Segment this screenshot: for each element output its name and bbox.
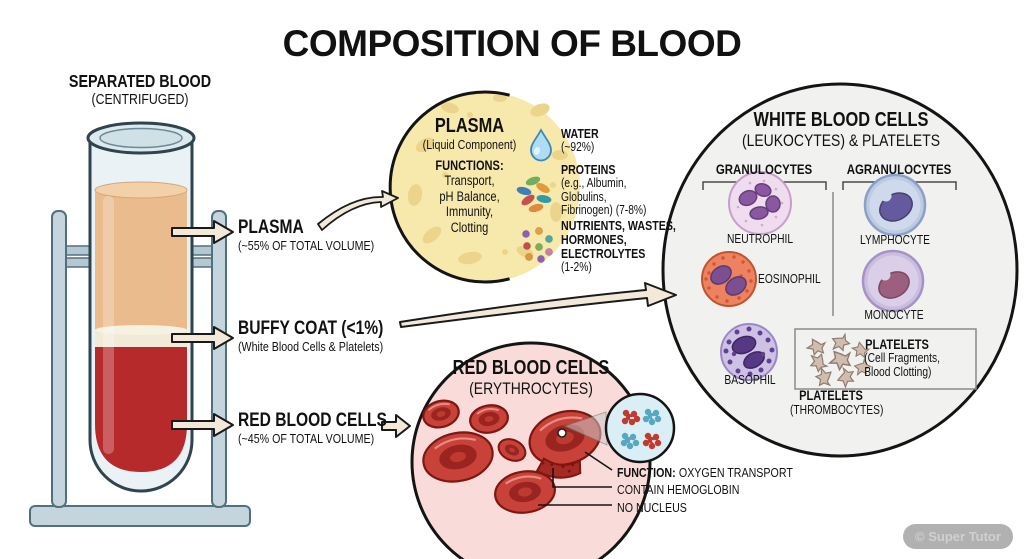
rbc-facts: FUNCTION:OXYGEN TRANSPORT CONTAIN HEMOGL… xyxy=(617,464,793,516)
eosinophil-label: EOSINOPHIL xyxy=(758,272,821,286)
rbc-layer-detail: (~45% OF TOTAL VOLUME) xyxy=(238,431,375,446)
plasma-layer-detail: (~55% OF TOTAL VOLUME) xyxy=(238,238,375,253)
arrow-rbc-to-circle xyxy=(381,414,411,438)
rbc-fact-function: FUNCTION:OXYGEN TRANSPORT xyxy=(617,464,793,481)
plasma-layer-label: PLASMA (~55% OF TOTAL VOLUME) xyxy=(238,217,374,253)
platelets-label-title: PLATELETS xyxy=(799,388,863,403)
arrow-plasma-to-circle xyxy=(317,190,399,231)
water-name: WATER xyxy=(561,126,599,141)
buffy-coat-label: BUFFY COAT (<1%) (White Blood Cells & Pl… xyxy=(238,318,383,354)
platelets-box-title: PLATELETS xyxy=(865,337,929,352)
proteins-detail-line: Fibrinogen) (7-8%) xyxy=(561,203,647,217)
tube-label-line2: (CENTRIFUGED) xyxy=(91,91,189,108)
plasma-component-water: WATER (~92%) xyxy=(561,127,599,155)
basophil-cell-icon xyxy=(720,323,778,381)
buffy-coat-detail: (White Blood Cells & Platelets) xyxy=(238,339,384,354)
solute-dots-icon xyxy=(521,226,554,264)
rbc-fact-nucleus: NO NUCLEUS xyxy=(617,499,687,515)
water-droplet-icon xyxy=(530,128,552,162)
proteins-name: PROTEINS xyxy=(561,162,616,177)
nutrients-name-line: ELECTROLYTES xyxy=(561,246,646,261)
rbc-function-text: OXYGEN TRANSPORT xyxy=(678,465,793,480)
platelets-box-line: Blood Clotting) xyxy=(864,364,932,379)
plasma-blob-decorations xyxy=(407,94,568,265)
monocyte-cell-icon xyxy=(861,249,925,313)
page-title: COMPOSITION OF BLOOD xyxy=(282,23,742,64)
rbc-leader-lines xyxy=(538,451,613,506)
plasma-layer xyxy=(94,181,188,330)
platelets-label: PLATELETS (THROMBOCYTES) xyxy=(790,388,884,417)
plasma-circle-subtitle: (Liquid Component) xyxy=(422,137,517,152)
hemoglobin-inset-icon xyxy=(557,392,676,464)
platelet-fragments-icon xyxy=(805,332,872,389)
agranulocytes-header: AGRANULOCYTES xyxy=(846,161,952,177)
granulocytes-header: GRANULOCYTES xyxy=(715,161,813,177)
arrow-plasma-layer xyxy=(171,220,234,244)
wbc-circle-title: WHITE BLOOD CELLS xyxy=(753,109,929,131)
nutrients-name-line: NUTRIENTS, WASTES, xyxy=(561,218,676,233)
platelets-box xyxy=(794,328,977,390)
arrow-rbc-layer xyxy=(171,413,234,437)
watermark-text: © Super Tutor xyxy=(915,529,1001,544)
basophil-label: BASOPHIL xyxy=(724,373,776,387)
wbc-circle-text: WHITE BLOOD CELLS (LEUKOCYTES) & PLATELE… xyxy=(729,109,952,150)
nutrients-amount: (1-2%) xyxy=(561,260,592,274)
protein-pills-icon xyxy=(516,176,552,213)
lymphocyte-label: LYMPHOCYTE xyxy=(860,233,930,247)
proteins-detail-line: Globulins, xyxy=(561,189,607,204)
plasma-function-line: Immunity, xyxy=(445,204,494,219)
red-blood-cell xyxy=(422,431,494,483)
red-blood-cell xyxy=(469,404,509,434)
nutrients-name-line: HORMONES, xyxy=(561,232,627,247)
water-amount: (~92%) xyxy=(561,140,595,154)
rbc-circle-title: RED BLOOD CELLS xyxy=(452,357,610,379)
rbc-fact-hemoglobin: CONTAIN HEMOGLOBIN xyxy=(617,482,740,498)
rbc-layer-name: RED BLOOD CELLS xyxy=(238,410,387,431)
rbc-function-label: FUNCTION: xyxy=(617,465,676,480)
tube-label-line1: SEPARATED BLOOD xyxy=(68,71,212,91)
red-blood-cell xyxy=(422,399,460,429)
red-blood-cells-icons xyxy=(422,399,602,514)
watermark-badge: © Super Tutor xyxy=(903,524,1013,549)
monocyte-label: MONOCYTE xyxy=(864,308,924,322)
buffy-coat-name: BUFFY COAT (<1%) xyxy=(238,318,384,339)
rbc-layer-label: RED BLOOD CELLS (~45% OF TOTAL VOLUME) xyxy=(238,410,387,446)
plasma-function-line: pH Balance, xyxy=(439,188,500,204)
red-blood-cell xyxy=(494,470,556,514)
platelets-label-sub: (THROMBOCYTES) xyxy=(790,403,884,417)
buffy-coat-layer xyxy=(95,325,187,347)
plasma-component-nutrients: NUTRIENTS, WASTES, HORMONES, ELECTROLYTE… xyxy=(561,219,676,275)
arrow-buffy-layer xyxy=(171,326,234,350)
plasma-circle xyxy=(388,90,580,284)
neutrophil-label: NEUTROPHIL xyxy=(726,232,794,246)
plasma-functions-heading: FUNCTIONS: xyxy=(435,158,504,173)
rbc-circle-text: RED BLOOD CELLS (ERYTHROCYTES) xyxy=(449,357,613,398)
platelets-box-line: (Cell Fragments, xyxy=(864,351,940,365)
wbc-circle-subtitle: (LEUKOCYTES) & PLATELETS xyxy=(741,131,941,150)
plasma-circle-text: PLASMA (Liquid Component) FUNCTIONS: Tra… xyxy=(406,115,533,235)
arrows xyxy=(171,190,677,438)
red-blood-cell xyxy=(497,438,527,462)
neutrophil-cell-icon xyxy=(728,171,792,235)
tube-label: SEPARATED BLOOD (CENTRIFUGED) xyxy=(50,71,230,109)
rbc-circle-subtitle: (ERYTHROCYTES) xyxy=(469,379,593,398)
test-tube xyxy=(86,121,196,493)
proteins-detail-line: (e.g., Albumin, xyxy=(561,176,627,190)
plasma-function-line: Transport, xyxy=(444,173,495,188)
plasma-function-line: Clotting xyxy=(450,219,489,235)
arrow-buffy-to-wbc-circle xyxy=(399,282,677,328)
plasma-circle-title: PLASMA xyxy=(434,115,505,137)
plasma-component-proteins: PROTEINS (e.g., Albumin, Globulins, Fibr… xyxy=(561,163,646,218)
plasma-layer-name: PLASMA xyxy=(238,217,304,238)
platelets-box-text: PLATELETS (Cell Fragments, Blood Clottin… xyxy=(864,337,940,379)
rbc-layer xyxy=(95,347,187,472)
eosinophil-cell-icon xyxy=(701,251,757,307)
lymphocyte-cell-icon xyxy=(863,173,927,237)
